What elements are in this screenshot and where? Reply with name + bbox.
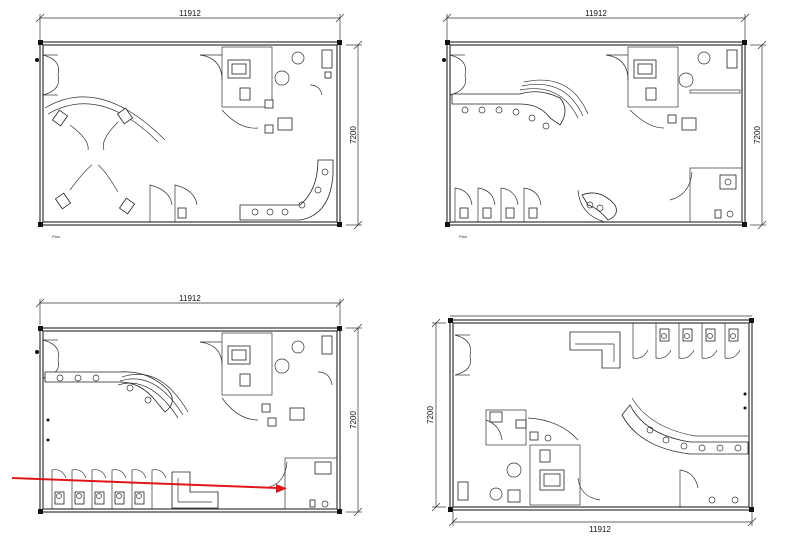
- plan-1-width-label: 11912: [179, 9, 201, 18]
- plan-4-width-label: 11912: [589, 525, 611, 534]
- plan-1-height-label: 7200: [349, 126, 358, 144]
- plan-2-corner-label: Plan: [459, 234, 467, 239]
- plan-3-width-label: 11912: [179, 294, 201, 303]
- red-annotation-arrow: [11, 477, 287, 493]
- floor-plan-2: 11912 7200: [442, 9, 767, 239]
- plan-2-height-label: 7200: [753, 126, 762, 144]
- plan-1-corner-label: Plan: [52, 234, 60, 239]
- floor-plan-4: 7200 11912: [426, 315, 757, 534]
- floor-plan-3: 11912 7200: [11, 294, 363, 517]
- plan-2-width-label: 11912: [585, 9, 607, 18]
- plan-3-height-label: 7200: [349, 411, 358, 429]
- plan-4-height-label: 7200: [426, 406, 435, 424]
- floor-plan-1: 11912 7200: [35, 9, 363, 239]
